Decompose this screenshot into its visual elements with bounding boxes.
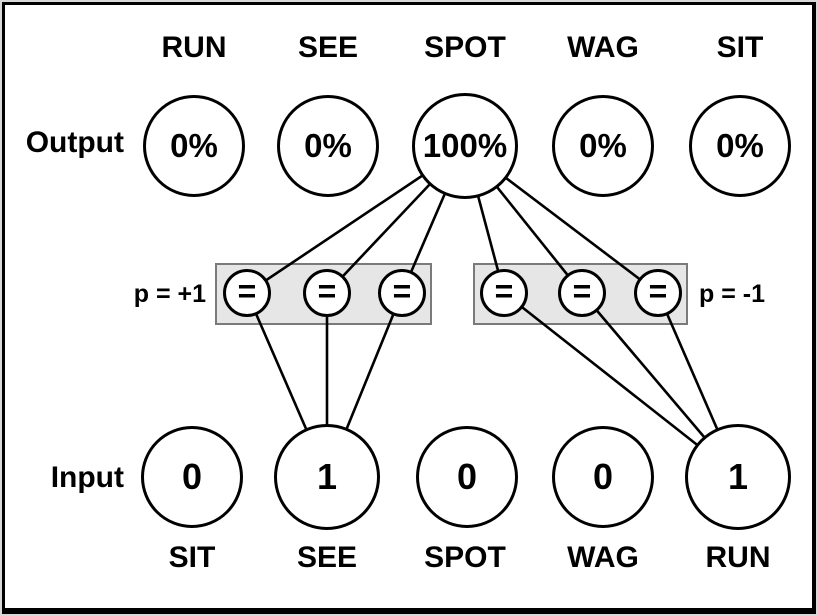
weight-node-neg-2: = <box>558 269 606 317</box>
input-node-sit: 0 <box>141 426 243 528</box>
output-label-sit: SIT <box>716 31 764 64</box>
input-node-spot: 0 <box>416 426 518 528</box>
input-value-see: 1 <box>316 456 338 497</box>
output-value-sit: 0% <box>716 127 764 164</box>
output-node-spot: 100% <box>412 93 518 199</box>
output-value-run: 0% <box>170 127 218 164</box>
output-row-label: Output <box>25 126 124 159</box>
equals-sign: = <box>392 273 412 309</box>
input-label-see: SEE <box>296 541 358 574</box>
input-node-see: 1 <box>274 424 380 530</box>
weight-node-pos-2: = <box>303 269 351 317</box>
p-negative-label: p = -1 <box>699 280 765 308</box>
equals-sign: = <box>572 273 592 309</box>
input-label-run: RUN <box>705 541 771 574</box>
input-value-wag: 0 <box>592 456 614 497</box>
output-label-wag: WAG <box>567 31 639 64</box>
output-label-see: SEE <box>297 31 359 64</box>
equals-sign: = <box>237 273 257 309</box>
output-label-spot: SPOT <box>424 31 506 64</box>
output-node-sit: 0% <box>689 95 791 197</box>
input-node-wag: 0 <box>552 426 654 528</box>
output-label-run: RUN <box>161 31 227 64</box>
input-row-label: Input <box>50 461 124 494</box>
output-value-wag: 0% <box>579 127 627 164</box>
equals-sign: = <box>317 273 337 309</box>
input-value-run: 1 <box>727 456 749 497</box>
equals-sign: = <box>648 273 668 309</box>
input-node-run: 1 <box>685 424 791 530</box>
input-label-sit: SIT <box>168 541 216 574</box>
output-node-run: 0% <box>143 95 245 197</box>
output-node-see: 0% <box>277 95 379 197</box>
output-value-see: 0% <box>304 127 352 164</box>
p-positive-label: p = +1 <box>133 280 206 308</box>
weight-node-pos-1: = <box>223 269 271 317</box>
weight-node-pos-3: = <box>378 269 426 317</box>
weight-node-neg-3: = <box>634 269 682 317</box>
output-node-wag: 0% <box>552 95 654 197</box>
weight-node-neg-1: = <box>480 269 528 317</box>
input-value-spot: 0 <box>456 456 478 497</box>
output-value-spot: 100% <box>422 127 508 164</box>
input-value-sit: 0 <box>181 456 203 497</box>
input-label-wag: WAG <box>567 541 639 574</box>
input-label-spot: SPOT <box>424 541 506 574</box>
equals-sign: = <box>494 273 514 309</box>
